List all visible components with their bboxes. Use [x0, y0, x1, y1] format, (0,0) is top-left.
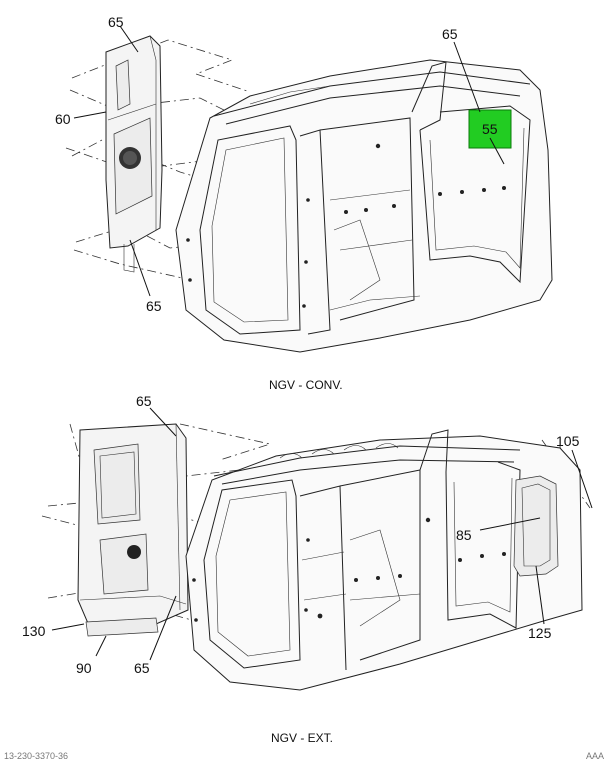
callout-65-upper-bottom-left: 65: [146, 298, 162, 314]
side-window: [513, 475, 559, 577]
upper-leaders: [73, 25, 505, 297]
upper-assembly: 65 60 65 65 55 NGV - CONV.: [55, 14, 553, 392]
callout-90: 90: [76, 660, 92, 676]
part-55-highlight[interactable]: [468, 109, 512, 149]
callout-125: 125: [528, 625, 552, 641]
lower-left-rear-panel: [77, 423, 189, 637]
rear-window: [93, 443, 141, 525]
footer-drawing-number: 13-230-3370-36: [4, 751, 68, 761]
callout-65-lower-top: 65: [136, 393, 152, 409]
callout-65-upper-top-right: 65: [442, 26, 458, 42]
speaker-grille-icon: [127, 545, 141, 559]
lower-caption: NGV - EXT.: [271, 731, 333, 745]
callout-60: 60: [55, 111, 71, 127]
lower-cab-frame: [185, 429, 583, 691]
callout-105: 105: [556, 433, 580, 449]
callout-130: 130: [22, 623, 46, 639]
lower-leaders: [51, 407, 593, 661]
upper-cab-frame: [175, 59, 553, 353]
lower-assembly: 65 105 85 125 130 90 65 NGV - EXT.: [22, 393, 593, 745]
upper-left-rear-panel: [105, 35, 163, 273]
callout-55: 55: [482, 121, 498, 137]
callout-65-upper-top-left: 65: [108, 14, 124, 30]
callout-85: 85: [456, 527, 472, 543]
footer-right-code: AAA: [586, 751, 604, 761]
callout-65-lower-bottom: 65: [134, 660, 150, 676]
upper-caption: NGV - CONV.: [269, 378, 343, 392]
